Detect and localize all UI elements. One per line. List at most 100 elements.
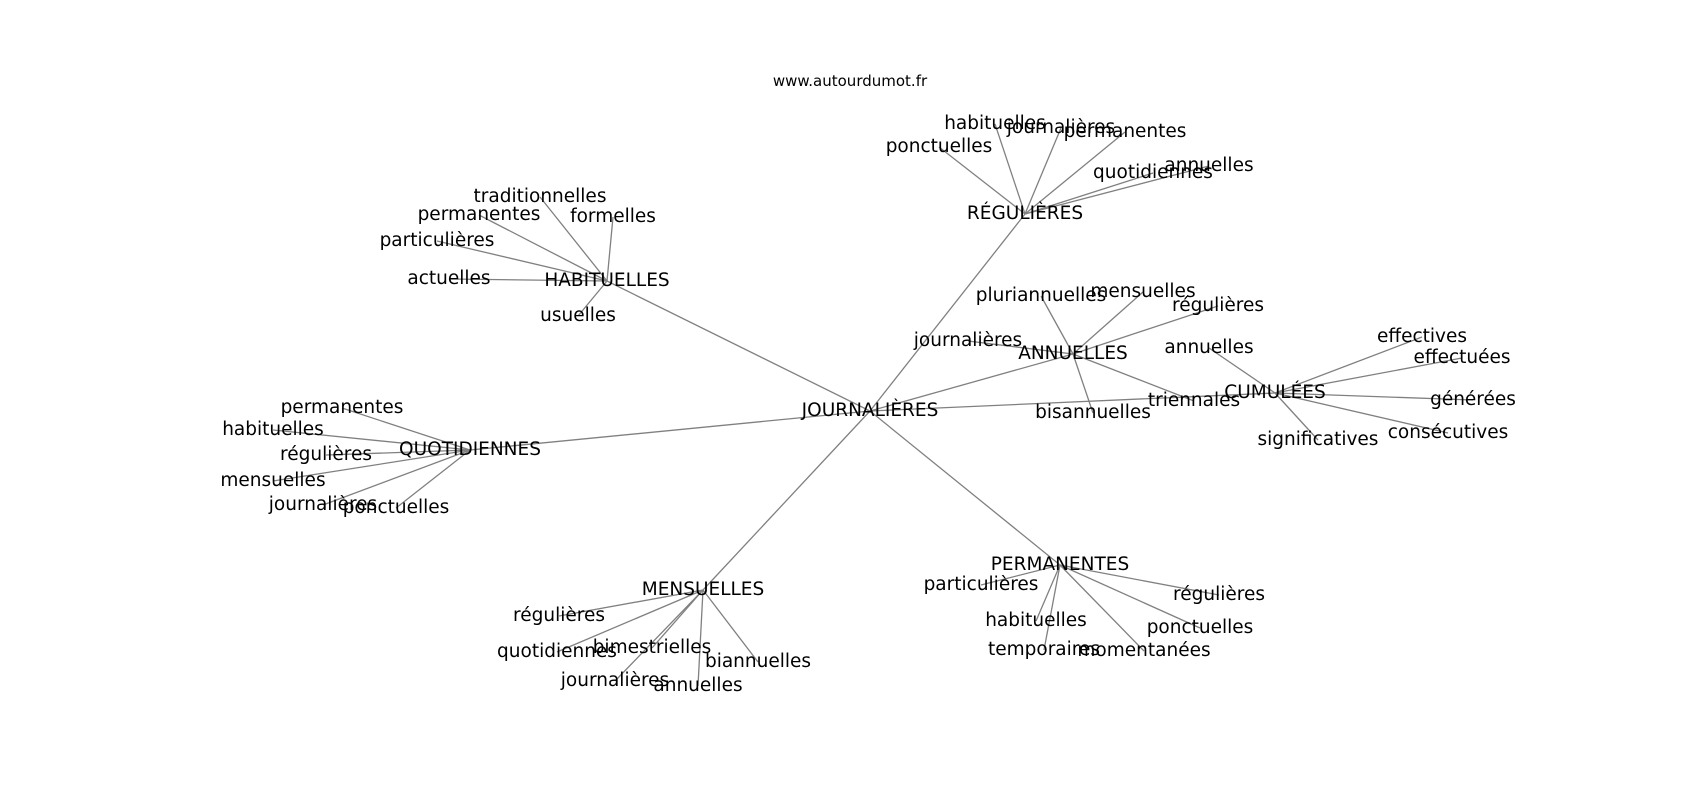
leaf-node-quotidiennes-3: mensuelles xyxy=(220,470,325,491)
hub-node-permanentes: PERMANENTES xyxy=(991,554,1129,575)
leaf-node-cumulees-1: effectuées xyxy=(1413,347,1510,368)
leaf-node-habituelles-1: permanentes xyxy=(418,204,541,225)
watermark: www.autourdumot.fr xyxy=(772,72,928,90)
leaf-node-annuelles-3: journalières xyxy=(913,330,1022,351)
edge-root-regulieres xyxy=(869,213,1026,412)
edge-habituelles-5 xyxy=(577,280,608,317)
hub-node-quotidiennes: QUOTIDIENNES xyxy=(399,439,541,460)
leaf-node-regulieres-4: quotidiennes xyxy=(1093,162,1213,183)
leaf-node-regulieres-0: habituelles xyxy=(944,113,1046,134)
root-node-label: JOURNALIÈRES xyxy=(801,399,939,421)
edge-regulieres-3 xyxy=(938,146,1026,215)
leaf-node-habituelles-2: formelles xyxy=(570,206,656,227)
edge-habituelles-3 xyxy=(436,240,608,282)
leaf-node-permanentes-5: momentanées xyxy=(1077,640,1210,661)
leaf-node-mensuelles-4: journalières xyxy=(560,670,669,691)
leaf-node-permanentes-0: particulières xyxy=(924,574,1039,595)
leaf-node-regulieres-3: ponctuelles xyxy=(886,136,993,157)
leaf-node-cumulees-5: significatives xyxy=(1258,429,1379,450)
edge-permanentes-3 xyxy=(1059,564,1201,629)
edge-root-annuelles xyxy=(869,353,1074,412)
leaf-node-annuelles-0: pluriannuelles xyxy=(976,285,1107,306)
edge-annuelles-5 xyxy=(1072,353,1195,402)
hub-node-habituelles: HABITUELLES xyxy=(544,270,669,291)
edge-permanentes-4 xyxy=(1043,564,1061,651)
edge-quotidiennes-2 xyxy=(325,449,471,456)
hub-node-cumulees: CUMULÉES xyxy=(1224,381,1325,403)
leaf-node-annuelles-5: triennales xyxy=(1148,390,1240,411)
edge-permanentes-1 xyxy=(1059,564,1220,596)
edge-quotidiennes-3 xyxy=(272,449,471,482)
edge-habituelles-2 xyxy=(606,216,614,282)
edge-cumulees-2 xyxy=(1208,347,1276,394)
edge-regulieres-4 xyxy=(1024,172,1154,215)
leaf-node-cumulees-0: effectives xyxy=(1377,326,1467,347)
edge-cumulees-5 xyxy=(1274,392,1319,441)
edge-habituelles-1 xyxy=(478,214,608,282)
edge-annuelles-3 xyxy=(967,340,1074,355)
edge-regulieres-1 xyxy=(1024,127,1062,215)
leaf-node-mensuelles-1: quotidiennes xyxy=(497,641,617,662)
edge-cumulees-3 xyxy=(1274,392,1474,401)
leaf-node-permanentes-3: ponctuelles xyxy=(1147,617,1254,638)
edge-mensuelles-3 xyxy=(702,589,759,663)
edge-quotidiennes-1 xyxy=(272,429,471,451)
graph-labels: JOURNALIÈRESRÉGULIÈREShabituellesjournal… xyxy=(220,113,1516,696)
leaf-node-mensuelles-2: bimestrielles xyxy=(593,637,712,658)
edge-regulieres-5 xyxy=(1024,165,1210,215)
leaf-node-quotidiennes-2: régulières xyxy=(280,444,372,465)
edge-mensuelles-5 xyxy=(697,589,704,687)
edge-quotidiennes-5 xyxy=(395,449,471,509)
edge-regulieres-2 xyxy=(1024,131,1126,215)
leaf-node-cumulees-3: générées xyxy=(1430,389,1516,410)
leaf-node-habituelles-4: actuelles xyxy=(407,268,490,289)
edge-annuelles-2 xyxy=(1072,305,1219,355)
leaf-node-mensuelles-3: biannuelles xyxy=(705,651,811,672)
edge-root-mensuelles xyxy=(702,410,871,591)
leaf-node-permanentes-4: temporaires xyxy=(988,639,1100,660)
edge-quotidiennes-4 xyxy=(322,449,471,506)
edge-permanentes-5 xyxy=(1059,564,1145,652)
leaf-node-annuelles-4: bisannuelles xyxy=(1035,402,1151,423)
leaf-node-habituelles-0: traditionnelles xyxy=(474,186,607,207)
edge-root-quotidiennes xyxy=(469,410,871,451)
edge-annuelles-0 xyxy=(1040,295,1074,355)
leaf-node-annuelles-1: mensuelles xyxy=(1090,281,1195,302)
edge-mensuelles-1 xyxy=(556,589,704,653)
leaf-node-regulieres-5: annuelles xyxy=(1164,155,1253,176)
hub-node-mensuelles: MENSUELLES xyxy=(642,579,765,600)
edge-root-permanentes xyxy=(869,410,1061,566)
hub-node-regulieres: RÉGULIÈRES xyxy=(967,202,1083,224)
edge-annuelles-1 xyxy=(1072,291,1144,355)
edge-root-habituelles xyxy=(606,280,871,412)
graph-edges xyxy=(272,123,1474,687)
edge-permanentes-2 xyxy=(1035,564,1061,622)
edge-habituelles-0 xyxy=(539,196,608,282)
leaf-node-regulieres-1: journalières xyxy=(1006,117,1115,138)
edge-cumulees-1 xyxy=(1274,357,1463,394)
leaf-node-regulieres-2: permanentes xyxy=(1064,121,1187,142)
edge-mensuelles-0 xyxy=(558,589,704,617)
leaf-node-quotidiennes-1: habituelles xyxy=(222,419,324,440)
leaf-node-permanentes-1: régulières xyxy=(1173,584,1265,605)
edge-quotidiennes-0 xyxy=(341,407,471,451)
edge-root-cumulees xyxy=(869,392,1276,412)
leaf-node-mensuelles-5: annuelles xyxy=(653,675,742,696)
leaf-node-habituelles-5: usuelles xyxy=(540,305,616,326)
edge-permanentes-0 xyxy=(980,564,1061,586)
leaf-node-cumulees-2: annuelles xyxy=(1164,337,1253,358)
hub-node-annuelles: ANNUELLES xyxy=(1018,343,1128,364)
leaf-node-quotidiennes-4: journalières xyxy=(268,494,377,515)
leaf-node-quotidiennes-0: permanentes xyxy=(281,397,404,418)
leaf-node-mensuelles-0: régulières xyxy=(513,605,605,626)
leaf-node-quotidiennes-5: ponctuelles xyxy=(343,497,450,518)
leaf-node-annuelles-2: régulières xyxy=(1172,295,1264,316)
leaf-node-cumulees-4: consécutives xyxy=(1388,422,1509,443)
edge-regulieres-0 xyxy=(994,123,1026,215)
edge-habituelles-4 xyxy=(448,278,608,282)
edge-annuelles-4 xyxy=(1072,353,1094,414)
edge-mensuelles-4 xyxy=(614,589,704,682)
leaf-node-permanentes-2: habituelles xyxy=(985,610,1087,631)
edge-cumulees-4 xyxy=(1274,392,1449,434)
